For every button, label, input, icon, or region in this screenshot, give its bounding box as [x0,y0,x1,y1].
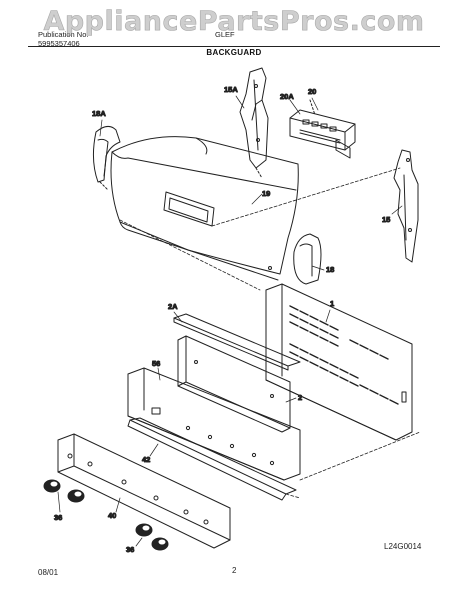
callout-15: 15 [382,215,390,224]
callout-56: 56 [152,359,160,368]
callout-leaders [57,95,403,547]
callout-2: 2 [298,393,302,402]
assembly-guide-lines [119,167,421,499]
publication-number: 5995357406 [38,39,80,48]
callout-36-left: 36 [54,513,62,522]
footer-date: 08/01 [38,568,59,577]
callout-40: 40 [108,511,116,520]
footer-page-number: 2 [232,566,237,575]
callout-42: 42 [142,455,150,464]
callout-20: 20 [308,87,316,96]
part-15-bracket [393,149,419,263]
part-36-knobs [43,479,169,551]
callout-36-right: 36 [126,545,134,554]
part-42-trim-strip [127,417,297,501]
section-title: BACKGUARD [206,48,262,57]
part-15a-bracket [239,67,269,179]
callout-18a: 18A [92,109,106,118]
header-rule [28,46,440,47]
callout-20a: 20A [280,92,294,101]
figure-code: L24G0014 [384,542,422,551]
part-18-end-cap [293,233,322,285]
model-number: GLEF [215,30,235,39]
part-2a-strip [173,313,301,371]
callout-19: 19 [262,189,270,198]
part-18a-end-cap [92,126,121,191]
callout-2a: 2A [168,302,178,311]
callout-18: 18 [326,265,334,274]
part-40-manifold-panel [57,433,231,549]
publication-label: Publication No. [38,30,89,39]
callout-15a: 15A [224,85,238,94]
callout-1: 1 [330,299,334,308]
part-1-rear-panel [265,283,413,441]
part-20-control-board [289,99,356,159]
